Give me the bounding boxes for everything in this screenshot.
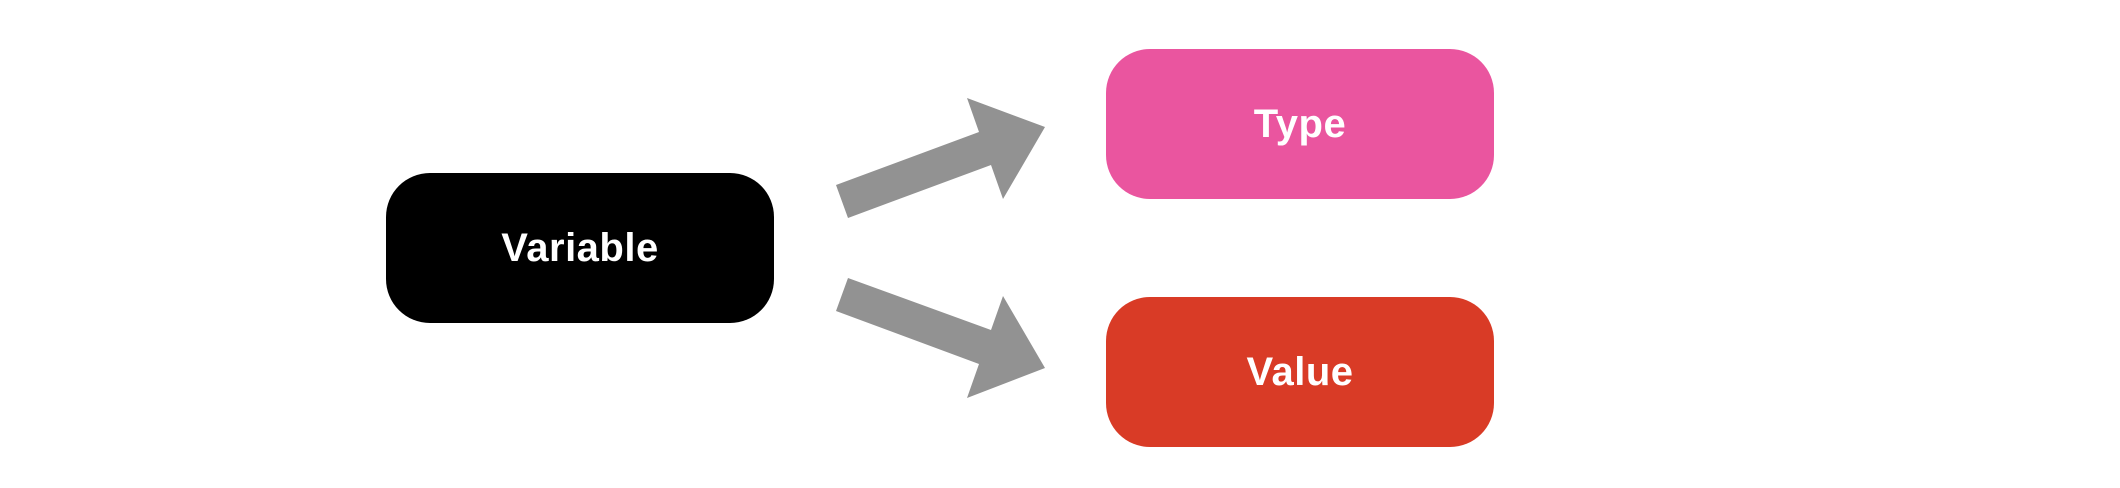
variable-label: Variable: [501, 225, 659, 270]
type-label: Type: [1253, 101, 1347, 146]
value-node: Value: [1106, 297, 1494, 447]
type-node: Type: [1106, 49, 1494, 199]
variable-node: Variable: [386, 173, 774, 323]
arrow-variable-to-type: [836, 98, 1045, 218]
arrow-variable-to-value: [836, 278, 1045, 398]
value-label: Value: [1246, 349, 1354, 394]
